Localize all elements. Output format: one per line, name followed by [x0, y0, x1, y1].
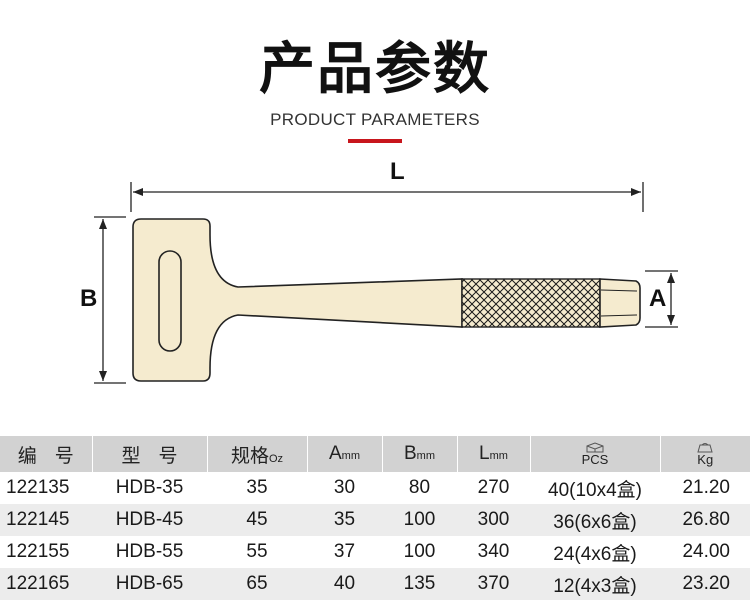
cell-model: HDB-45: [92, 504, 207, 536]
cell-l: 340: [477, 541, 510, 562]
cell-b: 135: [382, 568, 457, 600]
weight-icon: [697, 442, 713, 452]
cell-a: 40: [307, 568, 382, 600]
handle-end-cap: [599, 278, 641, 328]
cell-a: 30: [333, 477, 356, 498]
cell-kg: 21.20: [682, 477, 730, 498]
table-body: 122135 HDB-35 35 30 80 270 40(10x4盒) 21.20 12214…: [0, 472, 750, 600]
table-row: 122155 HDB-55 55 37 100 340 24(4x6盒) 24.00: [0, 536, 750, 568]
box-icon: [586, 441, 604, 452]
head-slot: [158, 250, 182, 352]
cell-pcs: 12(4x3盒): [530, 568, 660, 600]
cell-spec: 35: [246, 477, 268, 498]
cell-model: HDB-35: [115, 477, 184, 498]
page-title: 产品参数: [259, 37, 491, 102]
cell-b: 100: [382, 504, 457, 536]
cell-a: 37: [333, 541, 356, 562]
column-header-l: Lmm: [456, 436, 530, 472]
column-header-pcs: PCS: [529, 436, 660, 472]
cell-spec: 65: [207, 568, 307, 600]
table-row: 122135 HDB-35 35 30 80 270 40(10x4盒) 21.20: [0, 472, 750, 504]
cell-model: HDB-65: [92, 568, 207, 600]
cell-pcs: 40(10x4盒): [548, 479, 642, 501]
dimension-b: [94, 216, 126, 384]
cell-a: 35: [307, 504, 382, 536]
hammer-illustration: [132, 218, 641, 382]
table-header-row: 编号 型号 规格Oz Amm Bmm Lmm PCS: [0, 436, 750, 472]
title-accent-bar: [348, 139, 402, 143]
cell-code: 122145: [0, 504, 92, 536]
hammer-diagram: [94, 182, 678, 384]
column-header-code: 编号: [0, 436, 92, 472]
cell-l: 270: [477, 477, 510, 498]
cell-l: 370: [457, 568, 530, 600]
column-header-model: 型号: [91, 436, 207, 472]
cell-code: 122135: [6, 477, 70, 498]
dimension-a: [645, 270, 678, 328]
column-header-kg: Kg: [659, 436, 750, 472]
cell-kg: 24.00: [682, 541, 730, 562]
column-header-a: Amm: [306, 436, 382, 472]
parameters-table: 编号 型号 规格Oz Amm Bmm Lmm PCS: [0, 436, 750, 600]
cell-spec: 55: [246, 541, 268, 562]
cell-b: 80: [408, 477, 431, 498]
dimension-l-label: L: [390, 158, 405, 185]
cell-kg: 26.80: [660, 504, 750, 536]
cell-pcs: 36(6x6盒): [530, 504, 660, 536]
column-header-spec: 规格Oz: [206, 436, 307, 472]
cell-l: 300: [457, 504, 530, 536]
cell-b: 100: [403, 541, 436, 562]
cell-pcs: 24(4x6盒): [553, 543, 637, 565]
knurled-grip: [461, 278, 601, 328]
column-header-b: Bmm: [381, 436, 457, 472]
dimension-a-label: A: [649, 285, 667, 312]
dimension-b-label: B: [80, 285, 98, 312]
cell-model: HDB-55: [115, 541, 184, 562]
cell-code: 122155: [6, 541, 70, 562]
cell-spec: 45: [207, 504, 307, 536]
cell-code: 122165: [0, 568, 92, 600]
cell-kg: 23.20: [660, 568, 750, 600]
dimension-l: [130, 182, 644, 212]
page-subtitle: PRODUCT PARAMETERS: [270, 110, 480, 129]
